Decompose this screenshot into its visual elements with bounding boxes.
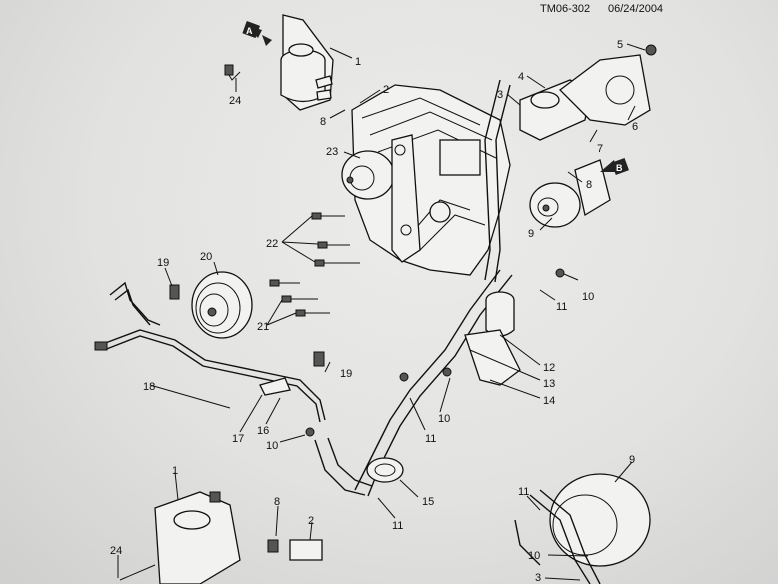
ref-10-right: 10: [528, 550, 540, 562]
ref-13: 13: [543, 378, 555, 390]
ref-1-upper: 1: [355, 56, 361, 68]
ref-7: 7: [597, 143, 603, 155]
ref-10-left: 10: [266, 440, 278, 452]
doc-date: 06/24/2004: [608, 3, 663, 15]
ref-6: 6: [632, 121, 638, 133]
ref-5: 5: [617, 39, 623, 51]
part-15-clamp: [366, 457, 404, 483]
ref-20: 20: [200, 251, 212, 263]
ref-8-right: 8: [586, 179, 592, 191]
ref-11-mid: 11: [425, 433, 436, 445]
part-18-cooler-line: [94, 281, 326, 423]
ref-17: 17: [232, 433, 244, 445]
ref-11-upper: 11: [556, 301, 567, 313]
inset-reservoir: [119, 491, 323, 584]
view-b-callout: B: [600, 157, 629, 175]
ref-8-upper: 8: [320, 116, 326, 128]
ref-11-right: 11: [518, 486, 529, 498]
ref-3-lower: 3: [535, 572, 541, 584]
fitting-12-14: [464, 291, 521, 386]
part-5-nut: [645, 44, 657, 56]
ref-24-lower: 24: [110, 545, 122, 557]
doc-id: TM06-302: [540, 3, 590, 15]
view-a-callout: A: [242, 21, 272, 46]
inset-cooler: [514, 473, 651, 584]
ref-19-left: 19: [157, 257, 169, 269]
ref-3-upper: 3: [497, 89, 503, 101]
part-reference-numbers: 1 24 2 8 3 4 5 6 7 23 8 9 22 20 19 21 10…: [110, 39, 638, 584]
ref-1-lower: 1: [172, 465, 178, 477]
part-19-clip: [169, 284, 325, 367]
bolt-set-21-22: [269, 212, 360, 317]
part-1-reservoir: [280, 14, 334, 111]
ref-9-lower: 9: [629, 454, 635, 466]
ref-10-mid: 10: [438, 413, 450, 425]
ref-16: 16: [257, 425, 269, 437]
pump-bracket: [391, 134, 421, 263]
ref-2-lower: 2: [308, 515, 314, 527]
part-23-alternator: [341, 150, 395, 200]
part-4-master-cylinder: [519, 54, 651, 141]
ref-19-mid: 19: [340, 368, 352, 380]
ref-12: 12: [543, 362, 555, 374]
leader-lines: [117, 43, 646, 581]
ref-21: 21: [257, 321, 269, 333]
ref-23: 23: [326, 146, 338, 158]
part-9-booster: [529, 159, 611, 228]
ref-15: 15: [422, 496, 434, 508]
ref-11-low: 11: [392, 520, 403, 532]
ref-2-upper: 2: [383, 84, 389, 96]
ref-22: 22: [266, 238, 278, 250]
ref-10-upper: 10: [582, 291, 594, 303]
ref-24-upper: 24: [229, 95, 241, 107]
view-b-label: B: [616, 163, 623, 173]
ref-18: 18: [143, 381, 155, 393]
ref-4: 4: [518, 71, 524, 83]
ref-14: 14: [543, 395, 555, 407]
part-20-pulley: [191, 271, 253, 339]
part-24-bolt: [224, 64, 241, 81]
view-a-label: A: [246, 26, 253, 36]
part-11-hose: [314, 79, 513, 497]
ref-9-upper: 9: [528, 228, 534, 240]
ref-8-lower: 8: [274, 496, 280, 508]
